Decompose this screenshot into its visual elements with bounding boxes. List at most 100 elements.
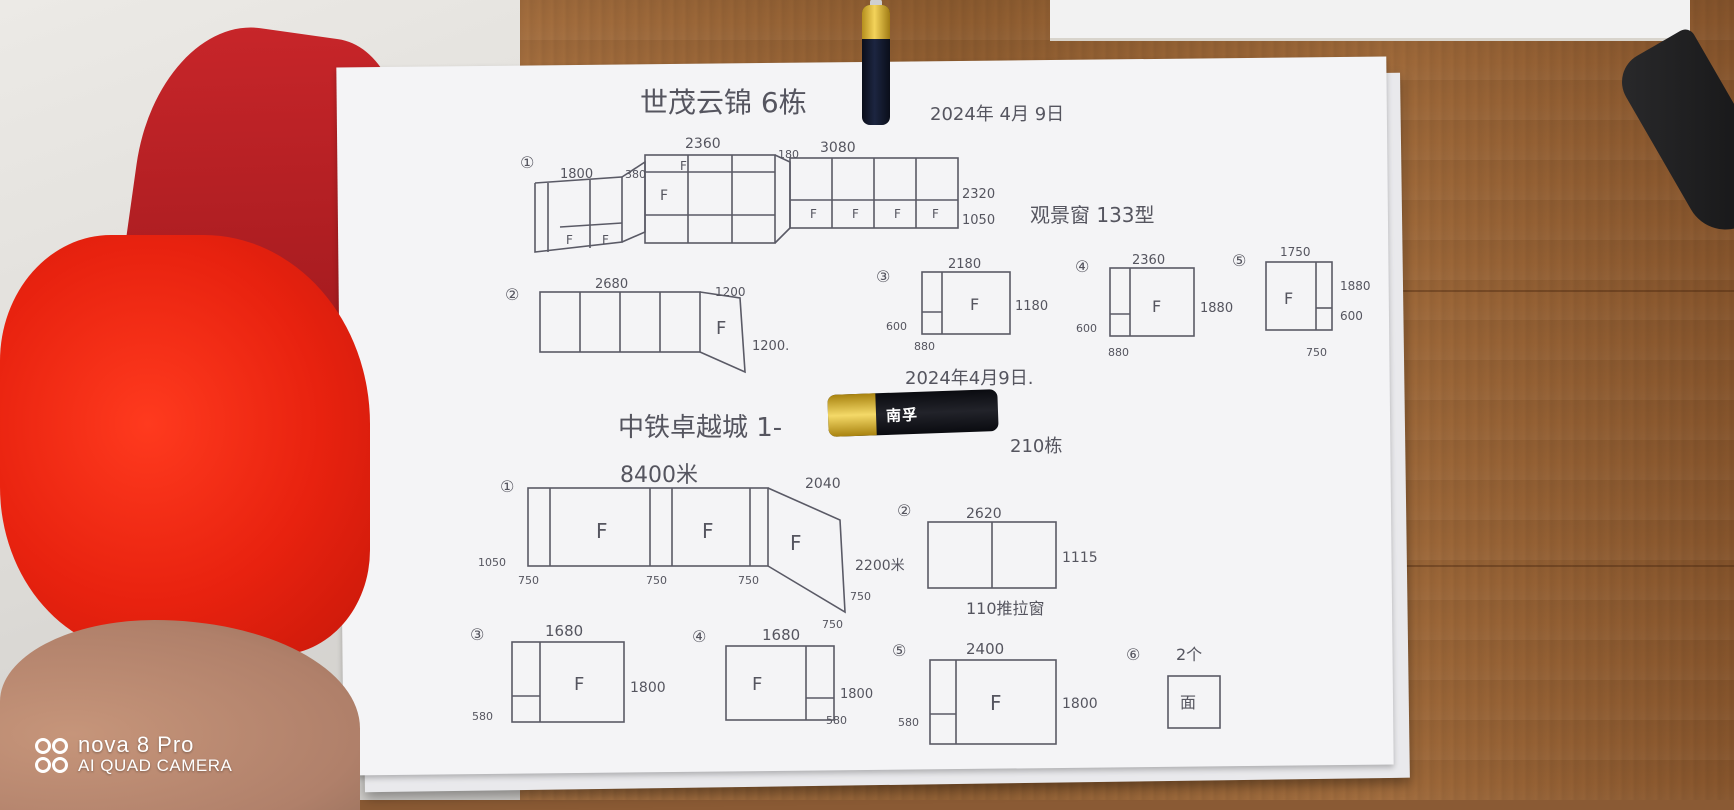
bottom-window-4: ④ F 1680 1800 580 (692, 626, 873, 727)
window-frame (725, 645, 835, 721)
circled-5: ⑤ (1232, 251, 1246, 270)
fixed-label: F (1284, 289, 1293, 308)
window-frame (1109, 267, 1195, 337)
dim-label: 1115 (1062, 550, 1098, 566)
dim-label: 2180 (948, 257, 981, 272)
circled-6: ⑥ (1126, 645, 1140, 664)
dim-label: 110推拉窗 (966, 599, 1045, 618)
dim-label: 380 (625, 168, 646, 181)
bottom-window-1: ① F F F 8400米 2040 1050 750 750 750 2200… (478, 463, 905, 631)
window-2: ② F 2680 1200 1200. (505, 277, 789, 374)
fixed-label: F (790, 531, 802, 555)
dim-label: 600 (1076, 322, 1097, 335)
top-note: 观景窗 133型 (1030, 203, 1155, 227)
dim-label: 880 (1108, 346, 1129, 359)
dim-label: 600 (1340, 309, 1363, 323)
bottom-window-3: ③ F 1680 1800 580 (470, 622, 666, 723)
watermark-camera: AI QUAD CAMERA (78, 756, 233, 775)
fixed-label: F (810, 207, 817, 221)
dim-label: 1880 (1200, 301, 1233, 316)
dim-label: 1200 (715, 285, 746, 299)
background-paper (1050, 0, 1690, 41)
dim-label: 580 (898, 716, 919, 729)
dim-label: 750 (646, 574, 667, 587)
note-2: 210栋 (1010, 436, 1062, 457)
dim-label: 2360 (685, 136, 721, 152)
window-frame (527, 487, 769, 567)
fixed-label: F (752, 674, 762, 695)
title-2: 中铁卓越城 1- (618, 413, 782, 443)
window-frame (644, 154, 776, 244)
dim-label: 2360 (1132, 253, 1165, 268)
battery-vertical (862, 0, 890, 125)
circled-2: ② (505, 285, 519, 304)
fixed-label: F (660, 188, 668, 204)
dim-label: 750 (850, 590, 871, 603)
dim-label: 8400米 (620, 463, 698, 488)
plank-seam (1300, 290, 1734, 292)
bottom-window-6: ⑥ 2个 面 (1126, 645, 1221, 729)
window-frame (1265, 261, 1333, 331)
dim-label: 2320 (962, 187, 995, 202)
dim-label: 1800 (630, 680, 666, 696)
dim-label: 1680 (762, 626, 800, 644)
fixed-label: F (574, 674, 584, 695)
dim-label: 600 (886, 320, 907, 333)
circled-3: ③ (876, 267, 890, 286)
dim-label: 750 (738, 574, 759, 587)
fixed-label: F (1152, 297, 1161, 316)
dim-label: 1800 (560, 167, 593, 182)
fixed-label: F (702, 519, 714, 543)
dim-label: 2200米 (855, 558, 905, 574)
circled-2: ② (897, 501, 911, 520)
dim-label: 3080 (820, 140, 856, 156)
top-window-unit: ① 2360 3080 1800 380 2320 1050 180 观景窗 1 (520, 136, 1155, 253)
fixed-label: F (716, 318, 726, 339)
dim-label: 1180 (1015, 299, 1048, 314)
dim-label: 2040 (805, 476, 841, 492)
window-frame (921, 271, 1011, 335)
header-date: 2024年 4月 9日 (930, 104, 1064, 125)
fixed-label: F (602, 233, 609, 247)
fixed-label: F (596, 519, 608, 543)
dim-label: 1200. (752, 339, 789, 354)
dim-label: 2620 (966, 506, 1002, 522)
window-4: ④ F 2360 1880 600 880 (1075, 253, 1233, 359)
dim-label: 580 (472, 710, 493, 723)
dim-label: 1800 (840, 687, 873, 702)
circled-4: ④ (1075, 257, 1089, 276)
fixed-label: F (680, 159, 687, 173)
dim-label: 580 (826, 714, 847, 727)
dim-label: 750 (518, 574, 539, 587)
fixed-label: F (970, 295, 979, 314)
window-frame (511, 641, 625, 723)
dim-label: 1880 (1340, 279, 1371, 293)
circled-3: ③ (470, 625, 484, 644)
dim-label: 面 (1180, 693, 1196, 712)
dim-label: 750 (822, 618, 843, 631)
dim-label: 1050 (478, 556, 506, 569)
fixed-label: F (852, 207, 859, 221)
battery-tip (870, 0, 882, 7)
battery-cap (862, 5, 890, 39)
fixed-label: F (894, 207, 901, 221)
circled-4: ④ (692, 627, 706, 646)
hand (0, 620, 360, 810)
battery-brand: 南孚 (885, 405, 919, 425)
battery-cap (827, 393, 877, 437)
dim-label: 2400 (966, 640, 1004, 658)
dim-label: 180 (778, 148, 799, 161)
circled-1: ① (500, 477, 514, 496)
dim-label: 880 (914, 340, 935, 353)
window-3: ③ F 2180 1180 600 880 (876, 257, 1048, 353)
dim-label: 1750 (1280, 245, 1311, 259)
camera-logo-icon (35, 738, 68, 773)
dim-label: 1800 (1062, 696, 1098, 712)
header-title: 世茂云锦 6栋 (640, 86, 807, 119)
circled-1: ① (520, 153, 534, 172)
dim-label: 750 (1306, 346, 1327, 359)
plank-seam (1300, 565, 1734, 567)
window-5: ⑤ F 1750 1880 600 750 (1232, 245, 1371, 359)
window-frame (1167, 675, 1221, 729)
